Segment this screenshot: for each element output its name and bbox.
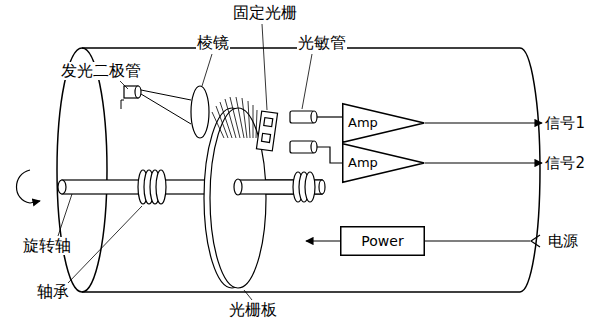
wire: [317, 116, 342, 117]
node-text: Amp: [342, 143, 425, 183]
signal-name: 信号1: [544, 114, 586, 132]
prism-lens: [191, 86, 209, 138]
grating-disc: [210, 108, 266, 288]
amplifier-triangle: [343, 144, 425, 183]
shaft-end: [319, 180, 325, 194]
disc-hub: [234, 179, 242, 195]
wire: [317, 147, 342, 163]
part-name: 固定光栅: [232, 4, 298, 22]
input-symbol: [531, 235, 540, 247]
light-beam: [141, 90, 191, 124]
power-box: [341, 227, 425, 256]
amplifier-node: Amp: [342, 143, 425, 183]
leader-line: [58, 24, 312, 300]
signal-arrow: [425, 122, 542, 123]
power-arrow: [306, 240, 340, 241]
led-bracket: [121, 100, 124, 109]
photodiode: [311, 141, 317, 153]
rotation-arrow: [17, 170, 41, 203]
node-text: Amp: [342, 103, 425, 143]
signal-arrow: [425, 162, 542, 163]
light-fan: [212, 97, 257, 138]
led-symbol: [135, 86, 141, 98]
power-wire: [425, 240, 530, 241]
rotating-shaft: [62, 180, 322, 194]
part-name: 旋转轴: [22, 237, 72, 255]
shaft-end: [58, 180, 66, 194]
part-name: 光敏管: [297, 34, 347, 52]
amplifier-triangle: [343, 104, 425, 143]
bearing-symbol: [156, 170, 166, 204]
power-node: Power: [340, 226, 425, 256]
bearing-symbol: [305, 172, 315, 202]
part-name: 轴承: [36, 283, 70, 301]
signal-name: 电源: [547, 232, 579, 250]
part-name: 光栅板: [228, 301, 278, 319]
amplifier-node: Amp: [342, 103, 425, 143]
part-name: 棱镜: [196, 34, 230, 52]
photodiode: [311, 111, 317, 123]
node-text: Power: [361, 233, 403, 249]
part-name: 发光二极管: [60, 62, 142, 80]
housing-end: [57, 48, 107, 292]
housing-outline: [82, 48, 540, 292]
fixed-grating: [256, 111, 277, 151]
signal-name: 信号2: [544, 154, 586, 172]
